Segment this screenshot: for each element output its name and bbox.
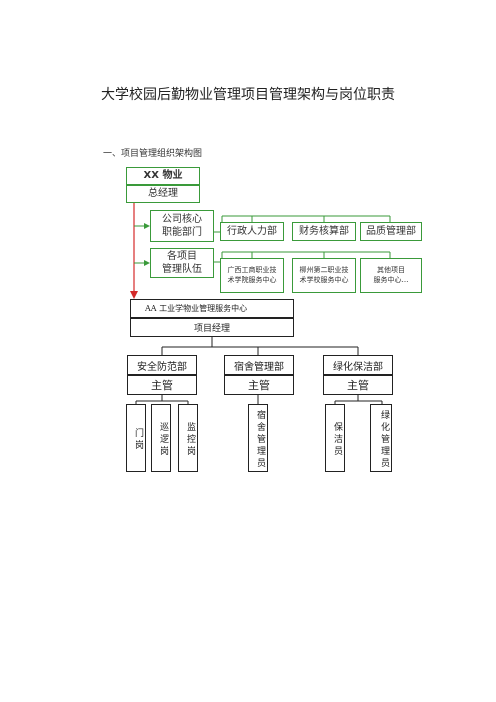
post-patrol: 巡逻岗 xyxy=(151,404,171,472)
project-manager-box: 项目经理 xyxy=(130,318,294,337)
dept-dorm-name: 宿舍管理部 xyxy=(224,355,294,375)
post-cleaner: 保洁员 xyxy=(325,404,345,472)
team-liuzhou: 柳州第二职业技 术学校服务中心 xyxy=(292,258,356,293)
core-functions-label: 公司核心 职能部门 xyxy=(150,210,214,242)
dept-security-name: 安全防范部 xyxy=(127,355,197,375)
post-monitor: 监控岗 xyxy=(178,404,198,472)
department-quality: 品质管理部 xyxy=(360,222,422,241)
section-heading: 一、项目管理组织架构图 xyxy=(103,149,203,159)
post-gate: 门岗 xyxy=(126,404,146,472)
dept-security-head: 主管 xyxy=(127,375,197,395)
department-admin-hr: 行政人力部 xyxy=(220,222,284,241)
service-center-box: AA 工业学物业管理服务中心 xyxy=(130,299,294,318)
dept-greening-head: 主管 xyxy=(323,375,393,395)
project-teams-label: 各项目 管理队伍 xyxy=(150,248,214,278)
dept-dorm-head: 主管 xyxy=(224,375,294,395)
post-dorm-manager: 宿舍管理员 xyxy=(248,404,268,472)
team-guangxi: 广西工商职业技 术学院服务中心 xyxy=(220,258,284,293)
post-greening-manager: 绿化管理员 xyxy=(370,404,392,472)
department-finance: 财务核算部 xyxy=(292,222,356,241)
document-title: 大学校园后勤物业管理项目管理架构与岗位职责 xyxy=(101,87,395,103)
dept-greening-name: 绿化保洁部 xyxy=(323,355,393,375)
top-company-box: XX 物业 xyxy=(126,167,200,185)
team-others: 其他项目 服务中心… xyxy=(360,258,422,293)
top-role-box: 总经理 xyxy=(126,185,200,203)
